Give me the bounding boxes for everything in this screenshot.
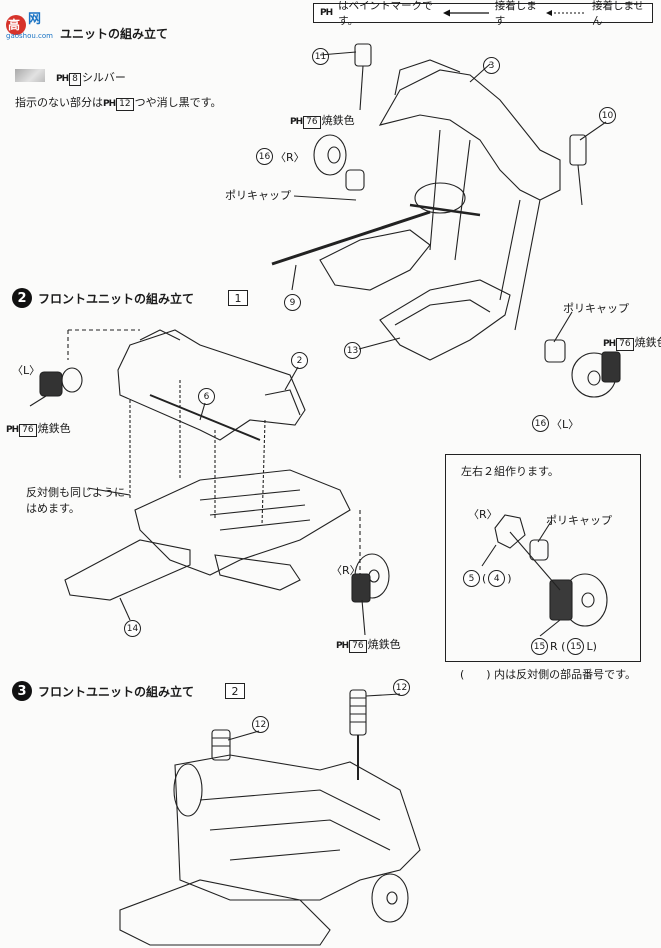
part11-callout: 11 xyxy=(312,48,329,65)
part3-callout: 3 xyxy=(483,57,500,74)
inset-polycap-label: ポリキャップ xyxy=(546,514,612,527)
legend-not-glued-text: 接着しません xyxy=(591,0,645,27)
part9-callout: 9 xyxy=(284,294,301,311)
step3-title: フロントユニットの組み立て xyxy=(38,685,195,699)
logo-char: 高 xyxy=(8,17,20,32)
part12-callout-left: 12 xyxy=(252,716,269,733)
step3-number: 3 xyxy=(12,681,32,701)
inset-footnote: ( ) 内は反対側の部品番号です。 xyxy=(460,668,636,681)
legend-glued-text: 接着します xyxy=(494,0,537,27)
inset-title: 左右２組作ります。 xyxy=(461,465,559,478)
part12-callout-right: 12 xyxy=(393,679,410,696)
inset-label-r: 〈R〉 xyxy=(468,508,498,521)
logo-mark: 高 网 gaoshou.com xyxy=(6,12,53,40)
inset-part5-4-label: 5(4) xyxy=(463,570,512,587)
part13-callout: 13 xyxy=(344,342,361,359)
silver-swatch xyxy=(15,69,45,82)
watermark-logo: 高 网 gaoshou.com xyxy=(0,3,75,40)
step1-title: ユニットの組み立て xyxy=(60,27,169,41)
part10-callout: 10 xyxy=(599,107,616,124)
inset-panel xyxy=(445,454,641,662)
part16-r-label: 16〈R〉 xyxy=(256,148,305,165)
part2-callout: 2 xyxy=(291,352,308,369)
part14-callout: 14 xyxy=(124,620,141,637)
step2-note-line2: はめます。 xyxy=(26,502,80,515)
step2-note-line1: 反対側も同じように xyxy=(26,486,125,499)
part16-l-label: 16〈L〉 xyxy=(532,415,579,432)
step2-number: 2 xyxy=(12,288,32,308)
polycap-label-left: ポリキャップ xyxy=(225,189,291,202)
no-glue-arrow-icon xyxy=(545,10,586,16)
step2-label-l: 〈L〉 xyxy=(12,364,41,377)
logo-sub: gaoshou.com xyxy=(6,32,53,40)
part6-callout: 6 xyxy=(198,388,215,405)
paint-legend: PH はペイントマークです。 接着します 接着しません xyxy=(313,0,653,27)
step3-ref-box: 2 xyxy=(225,683,245,699)
step2-title: フロントユニットの組み立て xyxy=(38,292,195,306)
svg-text:网: 网 xyxy=(28,12,41,27)
polycap-label-right: ポリキャップ xyxy=(563,302,629,315)
step2-ref-box: 1 xyxy=(228,290,248,306)
ph-mark: PH xyxy=(320,8,333,18)
glue-arrow-icon xyxy=(442,9,489,17)
legend-paint-text: はペイントマークです。 xyxy=(338,0,433,27)
